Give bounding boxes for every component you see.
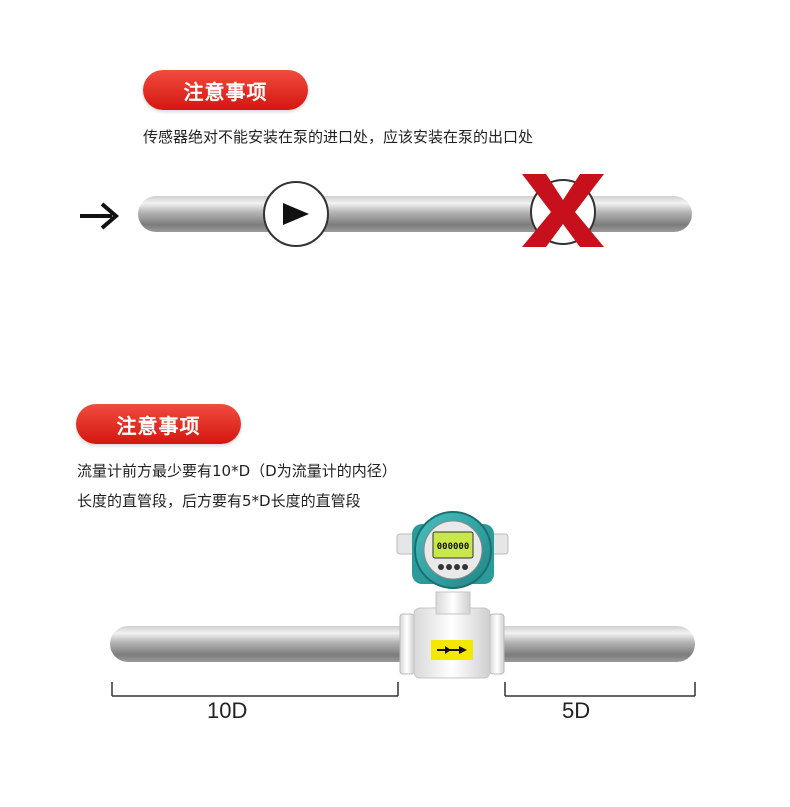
notice-badge-2-label: 注意事项 <box>116 413 201 438</box>
flow-direction-arrow-icon <box>80 202 120 230</box>
downstream-dimension-bracket <box>504 682 696 697</box>
notice-badge-2: 注意事项 <box>76 404 241 444</box>
label-arrow-icon <box>437 646 467 654</box>
upstream-dimension-bracket <box>111 682 399 697</box>
pump-install-note: 传感器绝对不能安装在泵的进口处，应该安装在泵的出口处 <box>143 128 534 146</box>
upstream-length-label: 10D <box>207 698 248 723</box>
downstream-length-label: 5D <box>562 698 591 723</box>
incorrect-position-cross-icon <box>522 174 604 247</box>
notice-badge-1-label: 注意事项 <box>183 79 268 104</box>
straight-pipe-note-line1: 流量计前方最少要有10*D（D为流量计的内径） <box>77 462 397 480</box>
straight-pipe-note-line2: 长度的直管段，后方要有5*D长度的直管段 <box>77 492 361 510</box>
pipe-1 <box>138 196 692 232</box>
pump-icon <box>263 181 329 247</box>
notice-badge-1: 注意事项 <box>143 70 308 110</box>
electromagnetic-flow-meter: 000000 <box>396 511 509 679</box>
meter-lcd-reading: 000000 <box>437 542 470 552</box>
meter-lcd-screen <box>432 531 474 559</box>
